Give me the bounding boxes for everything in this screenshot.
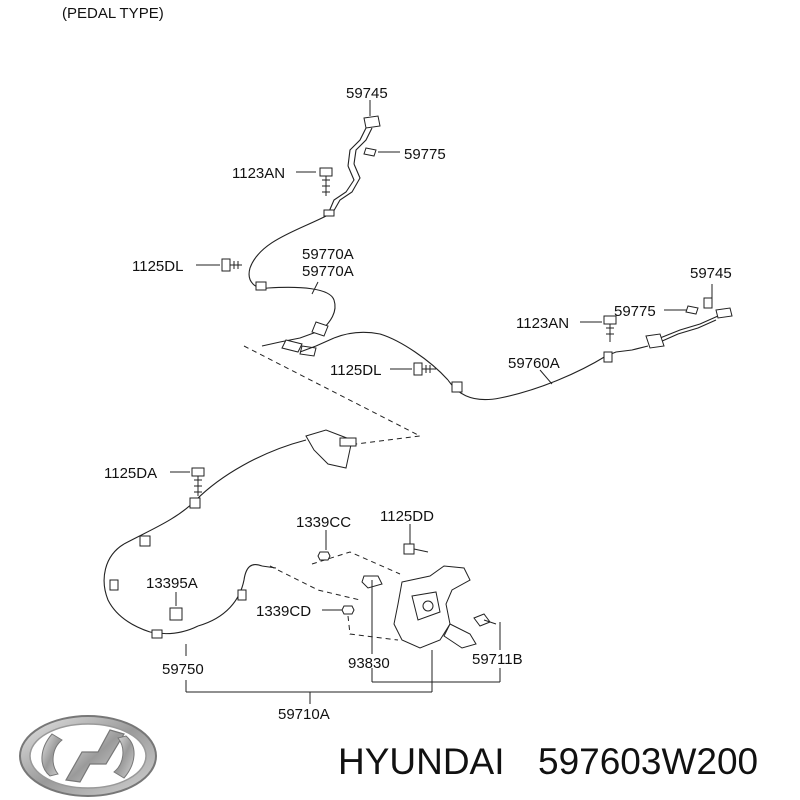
label-59750: 59750 — [162, 661, 204, 678]
label-59760a: 59760A — [508, 355, 560, 372]
leaders-pedal — [185, 524, 501, 704]
label-59775-right: 59775 — [614, 303, 656, 320]
label-1125dl-top: 1125DL — [132, 258, 183, 275]
label-93830: 93830 — [348, 655, 390, 672]
cable-59750 — [103, 429, 357, 639]
label-59710a: 59710A — [278, 706, 330, 723]
label-59745-right: 59745 — [690, 265, 732, 282]
label-1125dd: 1125DD — [380, 508, 434, 525]
label-1339cc: 1339CC — [296, 514, 351, 531]
hyundai-logo-icon — [19, 715, 157, 797]
clip-13395a — [169, 592, 183, 621]
part-labels: 59745 59775 1123AN 1125DL 59770A 59770A … — [104, 85, 732, 723]
bolt-1125da — [170, 467, 205, 496]
label-59770a-1: 59770A — [302, 246, 354, 263]
label-59745-top: 59745 — [346, 85, 388, 102]
leaders-upper-left — [196, 100, 400, 295]
cable-59760a — [299, 307, 733, 400]
label-1339cd: 1339CD — [256, 603, 311, 620]
dashed-connector — [243, 345, 422, 447]
bolt-1123an-top — [319, 167, 333, 196]
leaders-right — [390, 284, 713, 385]
cable-59770a — [248, 115, 381, 357]
label-1125da: 1125DA — [104, 465, 157, 482]
bolt-1123an-right — [603, 315, 617, 342]
bolt-1125dl-mid — [413, 362, 436, 376]
label-59711b: 59711B — [472, 651, 523, 668]
label-59775-top: 59775 — [404, 146, 446, 163]
brand-name: HYUNDAI — [338, 741, 505, 782]
pedal-assembly — [269, 543, 497, 649]
label-1123an-top: 1123AN — [232, 165, 285, 182]
part-number: 597603W200 — [538, 741, 758, 782]
label-1123an-right: 1123AN — [516, 315, 569, 332]
label-1125dl-mid: 1125DL — [330, 362, 381, 379]
label-59770a-2: 59770A — [302, 263, 354, 280]
bolt-1125dl-top — [221, 258, 242, 272]
label-13395a: 13395A — [146, 575, 198, 592]
diagram-title: (PEDAL TYPE) — [62, 5, 164, 22]
